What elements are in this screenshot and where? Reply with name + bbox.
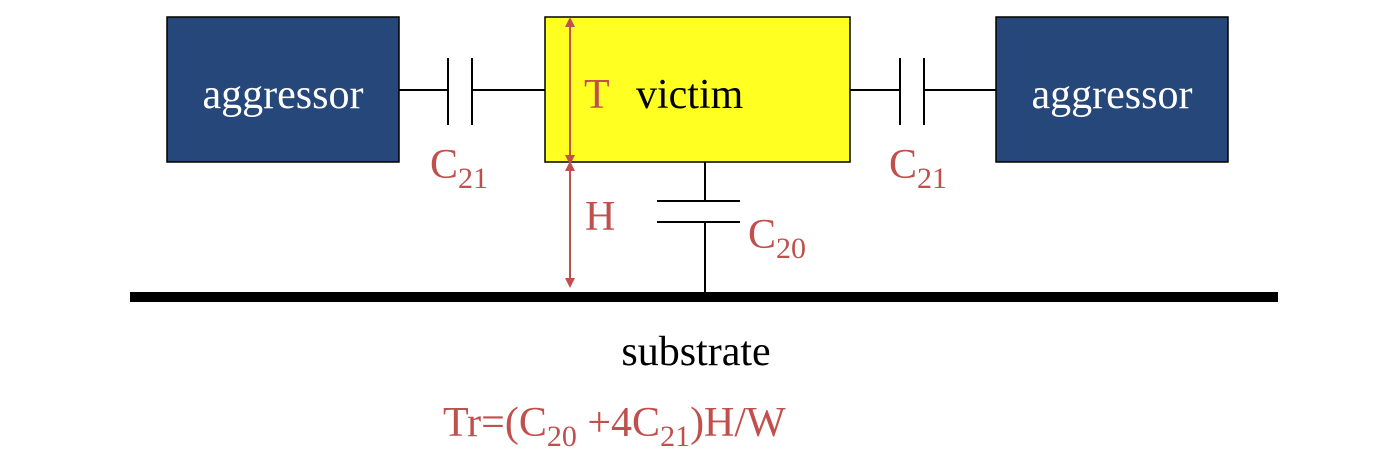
victim-label: victim [636, 72, 744, 118]
dimension-h-label: H [585, 194, 615, 240]
substrate-line [130, 292, 1278, 302]
cap-ground-label: C20 [748, 212, 806, 265]
dimension-t-label: T [584, 72, 610, 118]
aggressor-left-label: aggressor [203, 72, 364, 118]
ground-capacitor [657, 162, 740, 293]
cap-right-label: C21 [889, 142, 947, 195]
coupling-capacitor-right [850, 58, 996, 125]
aggressor-right-box [995, 16, 1229, 163]
substrate-label: substrate [621, 329, 770, 375]
formula: Tr=(C20 +4C21)H/W [443, 400, 786, 453]
coupling-capacitor-left [399, 58, 545, 125]
victim-box [544, 16, 851, 163]
cap-left-label: C21 [430, 142, 488, 195]
aggressor-right-label: aggressor [1032, 72, 1193, 118]
aggressor-left-box [166, 16, 400, 163]
